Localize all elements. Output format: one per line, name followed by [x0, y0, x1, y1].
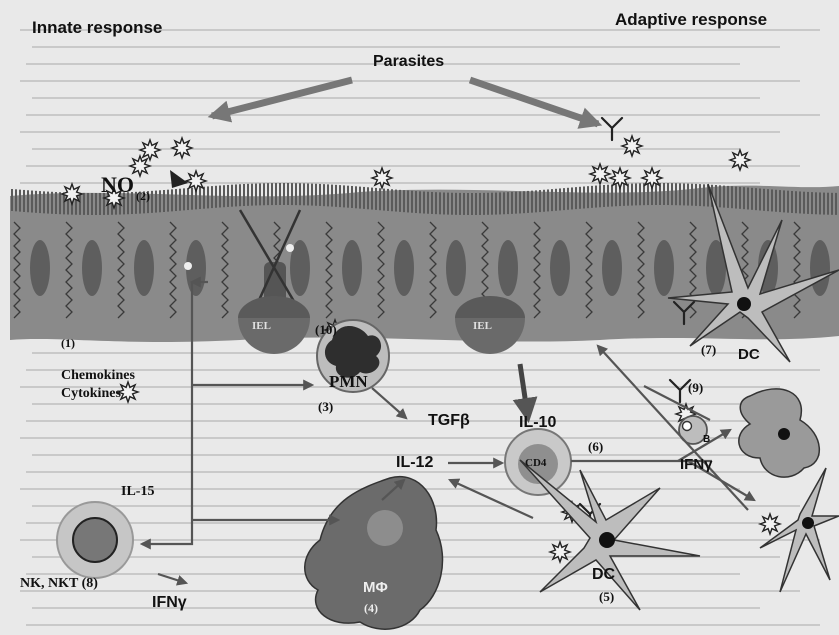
- label-il15: IL-15: [121, 484, 154, 500]
- parasite-icon: [760, 514, 780, 534]
- epithelial-nucleus: [342, 240, 362, 296]
- epithelial-nucleus: [810, 240, 830, 296]
- label-cd4: CD4: [525, 457, 546, 469]
- parasite-icon: [622, 136, 642, 156]
- nk-nkt-cell: [57, 502, 133, 578]
- marker-2: (2): [136, 189, 150, 204]
- label-tgfb: TGFβ: [428, 412, 470, 430]
- antibody-icon: [670, 380, 690, 402]
- iel-cell-left: [238, 296, 310, 354]
- dc-cell-bottom: [520, 460, 700, 610]
- label-dc-bottom: DC: [592, 566, 615, 584]
- tgfb-arrow: [520, 364, 528, 418]
- marker-6: (6): [588, 439, 603, 455]
- epithelial-nucleus: [550, 240, 570, 296]
- parasite-icon: [62, 184, 82, 204]
- parasite-icon: [186, 171, 206, 191]
- marker-7: (7): [701, 342, 716, 358]
- label-cytokines: Cytokines: [61, 386, 121, 402]
- label-no: NO: [101, 172, 134, 198]
- parasite-icon: [610, 168, 630, 188]
- epithelial-nucleus: [82, 240, 102, 296]
- parasite-arrow-adaptive: [470, 80, 598, 124]
- parasite-icon: [140, 140, 160, 160]
- label-b: B: [703, 434, 710, 445]
- epithelial-nucleus: [30, 240, 50, 296]
- label-nk-nkt: NK, NKT (8): [20, 576, 98, 592]
- marker-5: (5): [599, 589, 614, 605]
- marker-4: (4): [364, 601, 378, 616]
- marker-10: (10): [315, 322, 337, 338]
- epithelial-nucleus: [134, 240, 154, 296]
- parasite-icon: [730, 150, 750, 170]
- epithelial-nucleus: [602, 240, 622, 296]
- label-ifng-left: IFNγ: [152, 594, 187, 612]
- label-dc-right: DC: [738, 346, 760, 363]
- marker-1: (1): [61, 336, 75, 351]
- parasite-icon: [590, 164, 610, 184]
- epithelial-nucleus: [498, 240, 518, 296]
- label-ifng-right: IFNγ: [680, 456, 713, 473]
- label-iel-right: IEL: [473, 320, 492, 332]
- label-macrophage: MΦ: [363, 579, 388, 596]
- label-pmn: PMN: [329, 372, 368, 392]
- marker-3: (3): [318, 399, 333, 415]
- parasite-icon: [642, 168, 662, 188]
- marker-9: (9): [688, 380, 703, 396]
- label-il10: IL-10: [519, 414, 556, 432]
- parasite-icon: [372, 168, 392, 188]
- epithelial-nucleus: [446, 240, 466, 296]
- antibody-icon: [602, 118, 622, 140]
- label-chemokines: Chemokines: [61, 368, 135, 384]
- label-parasites: Parasites: [373, 53, 444, 71]
- heading-innate-response: Innate response: [32, 18, 162, 38]
- parasite-icon: [118, 382, 138, 402]
- dc-cell-middle: [739, 389, 820, 477]
- label-il12: IL-12: [396, 454, 433, 472]
- epithelial-nucleus: [654, 240, 674, 296]
- parasite-icon: [172, 138, 192, 158]
- label-iel-left: IEL: [252, 320, 271, 332]
- no-arrow-icon: [170, 170, 188, 188]
- parasite-icon: [550, 542, 570, 562]
- heading-adaptive-response: Adaptive response: [615, 10, 767, 30]
- parasite-arrow-innate: [212, 80, 352, 116]
- epithelial-nucleus: [394, 240, 414, 296]
